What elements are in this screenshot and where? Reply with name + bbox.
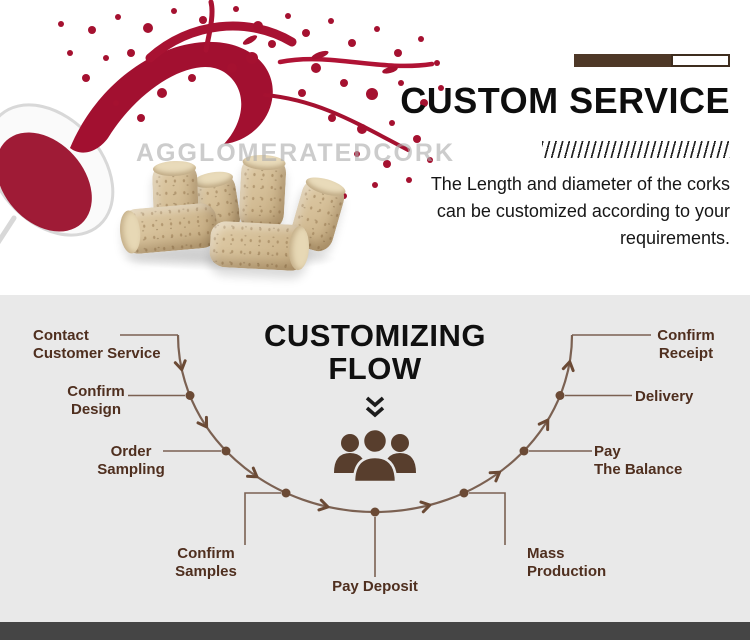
step-line-2: Sampling (97, 461, 165, 478)
step-label-delivery: Delivery (635, 388, 710, 406)
slash-divider (542, 141, 730, 159)
hero-text-block: CUSTOM SERVICE The Length and diameter o… (380, 54, 730, 252)
step-line-1: Delivery (635, 388, 694, 405)
step-label-pay-the-balance: Pay The Balance (594, 443, 689, 479)
step-line-1: Pay Deposit (332, 578, 418, 595)
watermark-text: AGGLOMERATEDCORK (136, 139, 456, 167)
step-line-1: Mass (527, 545, 565, 562)
wine-splash-icon (70, 0, 435, 153)
flow-title-line2: FLOW (328, 351, 422, 387)
step-label-contact-customer-service: Contact Customer Service (33, 327, 168, 363)
double-chevron-down-icon (364, 395, 386, 424)
flow-section: CUSTOMIZING FLOW (0, 295, 750, 622)
footer-bar (0, 622, 750, 640)
step-line-1: Order (110, 443, 152, 460)
step-label-confirm-design: Confirm Design (56, 383, 136, 419)
accent-bar (574, 54, 730, 67)
accent-bar-fill (574, 54, 671, 67)
step-line-1: Contact (33, 327, 89, 344)
accent-bar-outline (671, 54, 730, 67)
step-line-2: Design (70, 401, 121, 418)
step-label-confirm-samples: Confirm Samples (166, 545, 246, 581)
hero-section: AGGLOMERATEDCORK CUSTOM SERVICE The Leng… (0, 0, 750, 295)
step-label-mass-production: Mass Production (527, 545, 622, 581)
step-line-2: Samples (175, 563, 237, 580)
flow-arrow-icons (173, 359, 575, 514)
flow-step-dots (185, 391, 565, 517)
step-line-2: The Balance (594, 461, 683, 478)
flow-title: CUSTOMIZING FLOW (225, 319, 525, 385)
step-line-1: Pay (594, 443, 621, 460)
flow-diagram (120, 334, 651, 577)
step-line-2: Production (527, 563, 607, 580)
step-line-2: Customer Service (33, 345, 161, 362)
step-line-1: Confirm (67, 383, 125, 400)
hero-title: CUSTOM SERVICE (400, 80, 730, 121)
cork-image (120, 201, 219, 256)
step-connector-lines (120, 334, 651, 577)
hero-description: The Length and diameter of the corks can… (430, 174, 730, 249)
step-label-pay-deposit: Pay Deposit (325, 578, 425, 596)
people-icon (325, 427, 425, 495)
step-label-confirm-receipt: Confirm Receipt (649, 327, 723, 363)
step-line-1: Confirm (657, 327, 715, 344)
wine-droplets (58, 6, 444, 199)
flow-title-line1: CUSTOMIZING (264, 318, 486, 353)
wine-splash-illustration (0, 0, 444, 245)
step-label-order-sampling: Order Sampling (91, 443, 171, 479)
step-line-2: Receipt (658, 345, 714, 362)
step-line-1: Confirm (177, 545, 235, 562)
cork-image (208, 220, 309, 272)
